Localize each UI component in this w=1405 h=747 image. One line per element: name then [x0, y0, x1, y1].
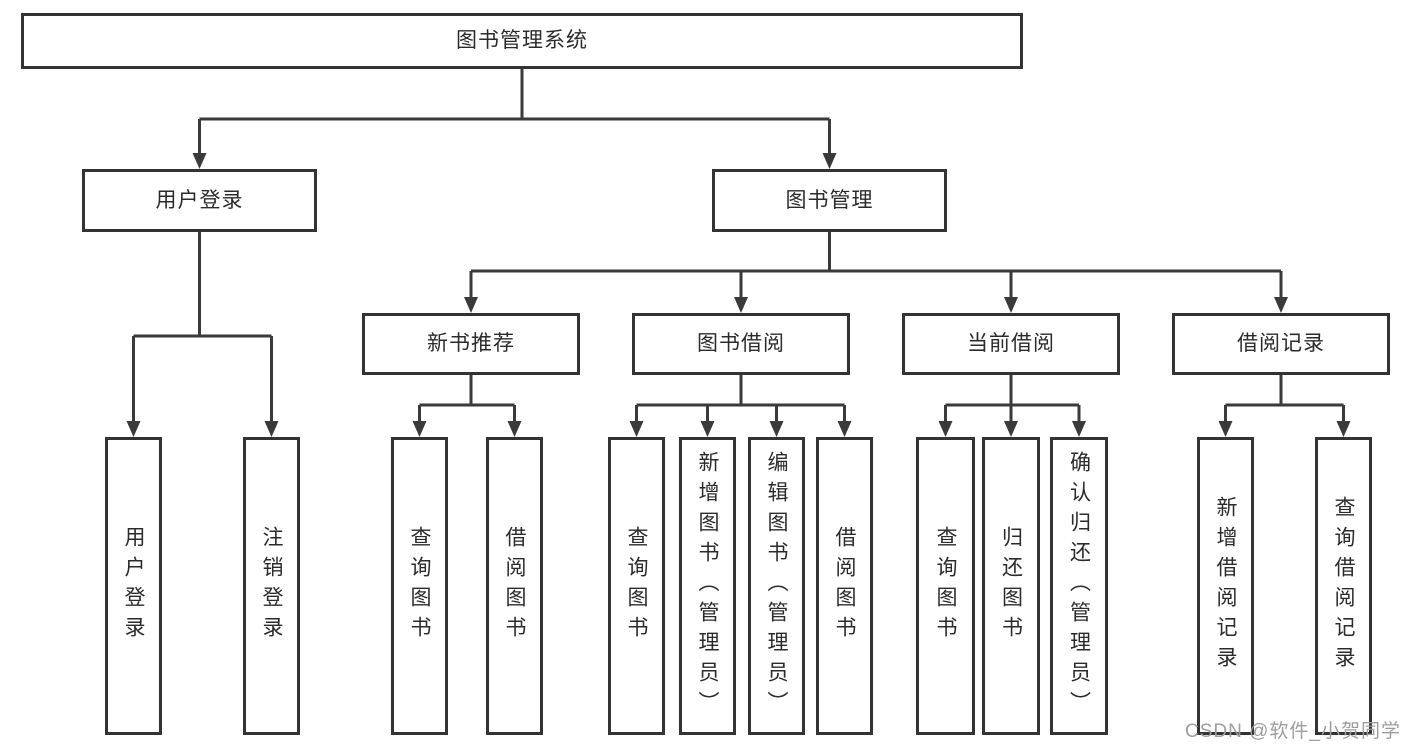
- node-br-add: 新增借阅记录: [1197, 437, 1254, 735]
- node-cb-confirm: 确认归还（管理员）: [1050, 437, 1108, 735]
- node-br-query: 查询借阅记录: [1315, 437, 1372, 735]
- arrowhead-icon: [1004, 421, 1018, 437]
- arrowhead-icon: [837, 421, 852, 437]
- arrowhead-icon: [822, 153, 837, 169]
- arrowhead-icon: [1274, 297, 1288, 313]
- edge-new-book-rec: [418, 373, 516, 423]
- node-current-borrow: 当前借阅: [902, 313, 1120, 375]
- arrowhead-icon: [412, 421, 427, 437]
- node-cb-return: 归还图书: [982, 437, 1040, 735]
- arrowhead-icon: [264, 421, 279, 437]
- node-bb-borrow: 借阅图书: [816, 437, 873, 735]
- node-new-book-rec: 新书推荐: [362, 313, 580, 375]
- arrowhead-icon: [1004, 297, 1018, 313]
- edge-current-borrow: [944, 373, 1081, 423]
- arrowhead-icon: [629, 421, 644, 437]
- arrowhead-icon: [734, 297, 748, 313]
- arrowhead-icon: [938, 421, 953, 437]
- node-cb-query: 查询图书: [916, 437, 975, 735]
- edge-root: [198, 67, 831, 155]
- node-bb-edit: 编辑图书（管理员）: [748, 437, 805, 735]
- arrowhead-icon: [192, 153, 207, 169]
- arrowhead-icon: [464, 297, 478, 313]
- arrowhead-icon: [1336, 421, 1351, 437]
- node-nbr-query: 查询图书: [391, 437, 448, 735]
- arrowhead-icon: [769, 421, 784, 437]
- edge-book-mgmt: [469, 230, 1283, 299]
- watermark: CSDN @软件_小贺同学: [1185, 721, 1401, 742]
- node-logout: 注销登录: [243, 437, 300, 735]
- node-nbr-borrow: 借阅图书: [486, 437, 543, 735]
- node-root: 图书管理系统: [21, 13, 1023, 69]
- edge-login: [132, 230, 273, 423]
- node-user-login: 用户登录: [105, 437, 162, 735]
- node-book-borrow: 图书借阅: [632, 313, 850, 375]
- arrowhead-icon: [126, 421, 141, 437]
- arrowhead-icon: [1072, 421, 1086, 437]
- arrowhead-icon: [700, 421, 715, 437]
- node-book-mgmt: 图书管理: [712, 169, 947, 232]
- node-login: 用户登录: [82, 169, 317, 232]
- node-borrow-records: 借阅记录: [1172, 313, 1390, 375]
- node-bb-query: 查询图书: [608, 437, 665, 735]
- arrowhead-icon: [1218, 421, 1233, 437]
- node-bb-add: 新增图书（管理员）: [679, 437, 736, 735]
- arrowhead-icon: [507, 421, 522, 437]
- edge-book-borrow: [635, 373, 846, 423]
- edge-borrow-records: [1224, 373, 1345, 423]
